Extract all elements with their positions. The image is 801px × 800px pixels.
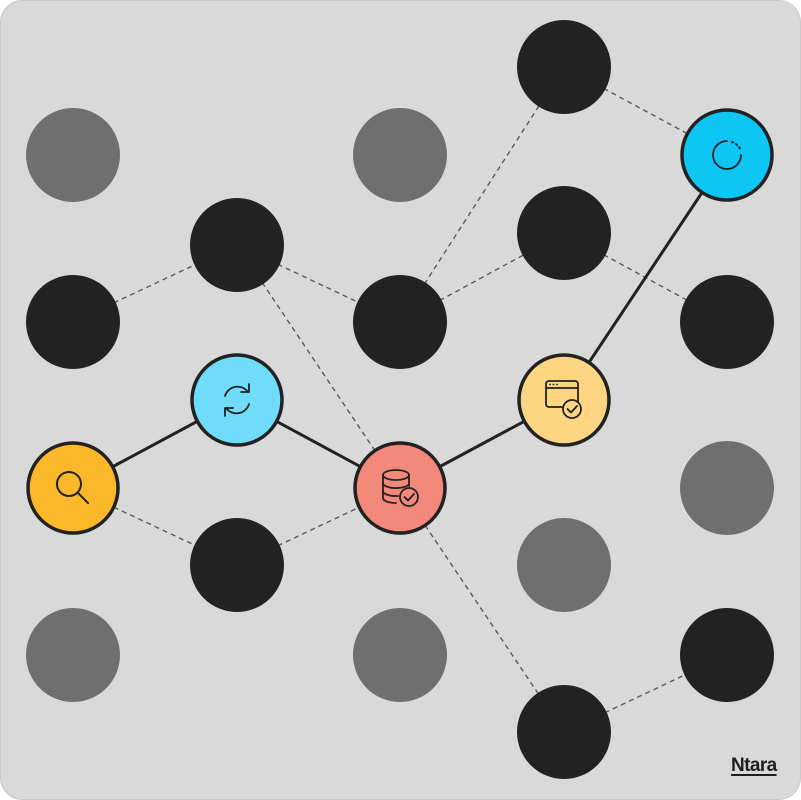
dark-node <box>517 20 611 114</box>
dark-node <box>680 275 774 369</box>
dashed-edge <box>399 487 565 733</box>
highlighted-nodes <box>26 108 774 535</box>
gray-node <box>353 108 447 202</box>
dark-node <box>517 186 611 280</box>
search-icon <box>56 471 89 504</box>
sync-icon <box>224 383 250 417</box>
sync-node <box>190 353 284 447</box>
gray-node <box>680 441 774 535</box>
browser-check-icon <box>545 380 582 419</box>
solid-edge <box>562 153 729 402</box>
database-check-icon <box>382 469 419 507</box>
loading-node <box>680 108 774 202</box>
browser-node <box>517 353 611 447</box>
dark-node <box>190 518 284 612</box>
gray-node <box>26 108 120 202</box>
database-node <box>353 441 447 535</box>
gray-node <box>353 608 447 702</box>
dashed-edge <box>399 66 565 323</box>
gray-node <box>26 608 120 702</box>
dashed-edge <box>236 244 401 489</box>
dark-nodes <box>26 20 774 779</box>
brand-logo: Ntara <box>731 755 777 776</box>
search-node <box>26 441 120 535</box>
dark-node <box>353 275 447 369</box>
gray-nodes <box>26 108 774 702</box>
dark-node <box>190 198 284 292</box>
gray-node <box>517 518 611 612</box>
loading-icon <box>712 140 742 170</box>
dark-node <box>680 608 774 702</box>
dark-node <box>26 275 120 369</box>
dark-node <box>517 685 611 779</box>
